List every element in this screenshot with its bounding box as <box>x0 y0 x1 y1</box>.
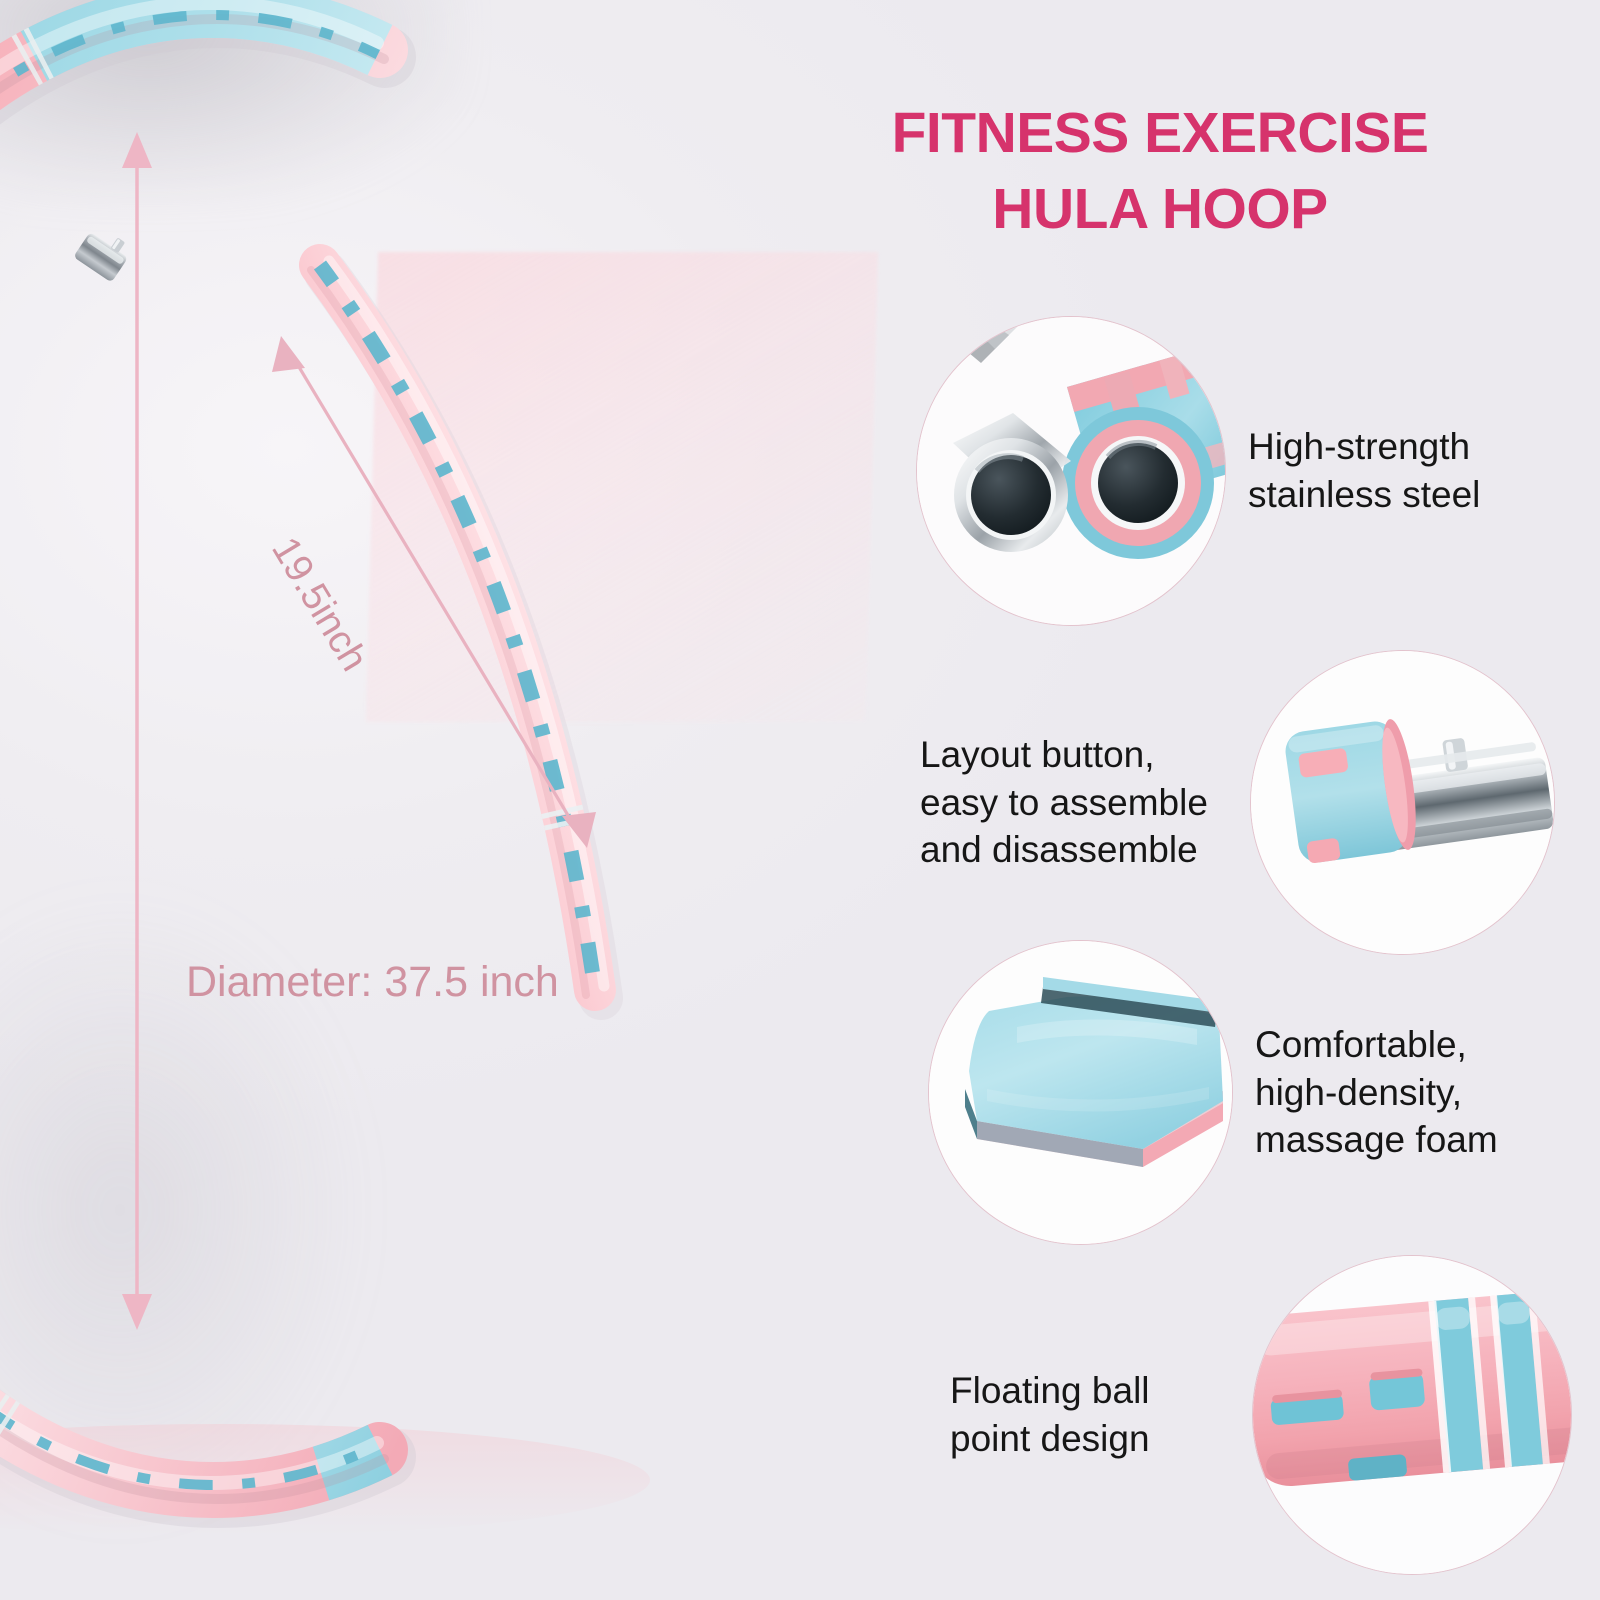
feature-photo-tube-cross-section <box>916 316 1226 626</box>
feature-layout-button: Layout button, easy to assemble and disa… <box>920 650 1555 955</box>
feature-label-floating-ball-point: Floating ball point design <box>950 1370 1150 1459</box>
feature-label-massage-foam: Comfortable, high-density, massage foam <box>1255 1023 1498 1161</box>
steel-connector-pin <box>75 233 127 281</box>
feature-massage-foam: Comfortable, high-density, massage foam <box>928 940 1498 1245</box>
page-title-line2: HULA HOOP <box>992 176 1328 241</box>
page-title: FITNESS EXERCISE HULA HOOP <box>760 96 1560 248</box>
page-title-line1: FITNESS EXERCISE <box>891 101 1429 165</box>
feature-photo-connector-button <box>1250 650 1555 955</box>
hoop-joint-rings <box>0 10 380 1490</box>
hoop-ring <box>0 3 385 1499</box>
feature-photo-ball-point-segment <box>1252 1255 1572 1575</box>
feature-label-layout-button: Layout button, easy to assemble and disa… <box>920 733 1208 871</box>
feature-label-stainless-steel: High-strength stainless steel <box>1248 426 1481 515</box>
diameter-dimension-label: Diameter: 37.5 inch <box>186 958 559 1006</box>
hoop-slot-pattern <box>0 9 380 1491</box>
feature-photo-foam-pad <box>928 940 1233 1245</box>
feature-stainless-steel: High-strength stainless steel <box>916 316 1480 626</box>
feature-floating-ball-point: Floating ball point design <box>950 1255 1572 1575</box>
background-shadow-bottom <box>0 900 360 1520</box>
